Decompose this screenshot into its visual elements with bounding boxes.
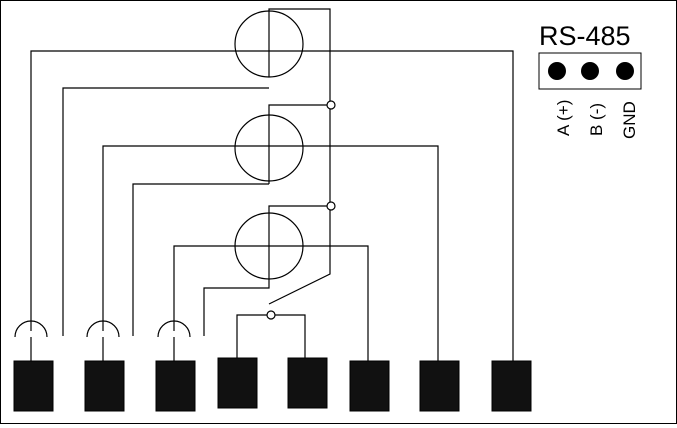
terminal-blocks <box>13 357 532 412</box>
terminal-block-5 <box>287 357 328 409</box>
terminal-block-6 <box>349 360 390 412</box>
terminal-block-3 <box>155 360 196 412</box>
pin-gnd-label: GND <box>620 101 639 139</box>
pin-gnd-dot <box>616 62 634 80</box>
crossover-hop-3 <box>157 320 191 338</box>
junction-node-2 <box>326 201 336 211</box>
wire-loop-6 <box>203 278 270 336</box>
terminal-block-8 <box>491 360 532 412</box>
wire-loop-4 <box>132 183 269 336</box>
crossover-hop-1 <box>14 320 48 338</box>
terminal-block-7 <box>419 360 460 412</box>
coils <box>234 10 304 280</box>
wire-loop-2 <box>62 87 269 336</box>
junction-node-3 <box>266 310 276 320</box>
rs485-connector: RS-485 A (+) B (-) GND <box>538 21 642 139</box>
pin-a-dot <box>548 62 566 80</box>
pin-b-dot <box>581 62 599 80</box>
junction-node-1 <box>326 100 336 110</box>
terminal-block-2 <box>84 360 125 412</box>
pin-b-label: B (-) <box>587 103 606 136</box>
wire-bridge-4-5 <box>236 314 306 361</box>
crossover-hop-2 <box>86 320 120 338</box>
junction-nodes <box>266 100 336 320</box>
connector-title: RS-485 <box>539 21 631 51</box>
terminal-block-4 <box>217 357 258 409</box>
terminal-block-1 <box>13 360 54 412</box>
pin-a-label: A (+) <box>554 100 573 136</box>
